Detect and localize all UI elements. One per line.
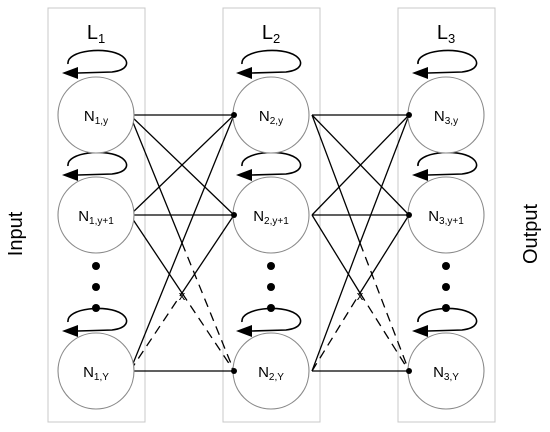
- self-loop-arrow: [241, 307, 302, 332]
- neuron: [232, 76, 310, 154]
- connection-dots: [231, 112, 412, 374]
- arrowhead: [62, 67, 78, 79]
- arrowhead: [412, 169, 428, 181]
- neuron-label: N2,y+1: [253, 208, 289, 227]
- layer-2-title: L2: [262, 22, 280, 46]
- arrowhead: [236, 169, 252, 181]
- connections-l2-l3: [311, 114, 410, 372]
- output-label: Output: [520, 204, 542, 264]
- arrowhead: [62, 169, 78, 181]
- connection-dot: [406, 368, 412, 374]
- connection: [181, 214, 235, 294]
- connection-dot: [406, 112, 412, 118]
- ellipsis-dots-layer-3: [442, 262, 450, 312]
- arrowhead: [412, 67, 428, 79]
- connection: [311, 242, 361, 372]
- connection: [359, 114, 410, 244]
- connection: [129, 214, 183, 294]
- neuron: [232, 332, 310, 410]
- connection: [129, 114, 183, 244]
- neuron: [407, 176, 485, 254]
- neuron-label: N2,Y: [258, 364, 284, 383]
- self-loop-arrow: [417, 49, 478, 74]
- crossing-mark: x: [179, 288, 186, 303]
- connection: [359, 214, 410, 294]
- connection-dot: [231, 368, 237, 374]
- connection-dot: [231, 212, 237, 218]
- connection-dashed: [359, 242, 410, 372]
- neuron-label: N2,y: [259, 108, 283, 127]
- crossing-mark: x: [357, 288, 364, 303]
- neuron-label: N3,Y: [433, 364, 459, 383]
- connection: [181, 114, 235, 244]
- neuron-label: N3,y: [434, 108, 458, 127]
- arrowhead: [62, 325, 78, 337]
- neuron: [407, 76, 485, 154]
- self-loop-arrow: [67, 307, 128, 332]
- neuron: [57, 76, 135, 154]
- connection: [311, 114, 410, 216]
- connection-dashed: [181, 292, 235, 372]
- self-loop-arrow: [417, 307, 478, 332]
- neuron-label: N3,y+1: [428, 208, 464, 227]
- ellipsis-dots-layer-1: [92, 262, 100, 312]
- connection: [311, 114, 361, 244]
- arrowhead: [236, 67, 252, 79]
- layer-3-title: L3: [437, 22, 455, 46]
- self-loops: [62, 49, 478, 337]
- ellipsis-dots-layer-2: [267, 262, 275, 312]
- self-loop-arrow: [241, 49, 302, 74]
- input-label: Input: [5, 211, 27, 256]
- connection-dot: [231, 112, 237, 118]
- connection-dashed: [181, 242, 235, 372]
- neuron-label: N1,y: [84, 108, 108, 127]
- arrowhead: [236, 325, 252, 337]
- neuron: [57, 332, 135, 410]
- self-loop-arrow: [417, 151, 478, 176]
- neuron: [407, 332, 485, 410]
- connection: [129, 114, 235, 216]
- connections-l1-l2: [129, 114, 235, 372]
- self-loop-arrow: [67, 151, 128, 176]
- arrowhead: [412, 325, 428, 337]
- connection: [311, 214, 361, 294]
- connection-dashed: [129, 292, 183, 372]
- self-loop-arrow: [241, 151, 302, 176]
- neuron-label: N1,Y: [83, 364, 109, 383]
- connection-dot: [406, 212, 412, 218]
- connection: [129, 242, 183, 372]
- self-loop-arrow: [67, 49, 128, 74]
- connection-dashed: [311, 292, 361, 372]
- neuron-label: N1,y+1: [78, 208, 114, 227]
- neuron: [232, 176, 310, 254]
- connection-dashed: [359, 292, 410, 372]
- neuron: [57, 176, 135, 254]
- layer-1-title: L1: [87, 22, 105, 46]
